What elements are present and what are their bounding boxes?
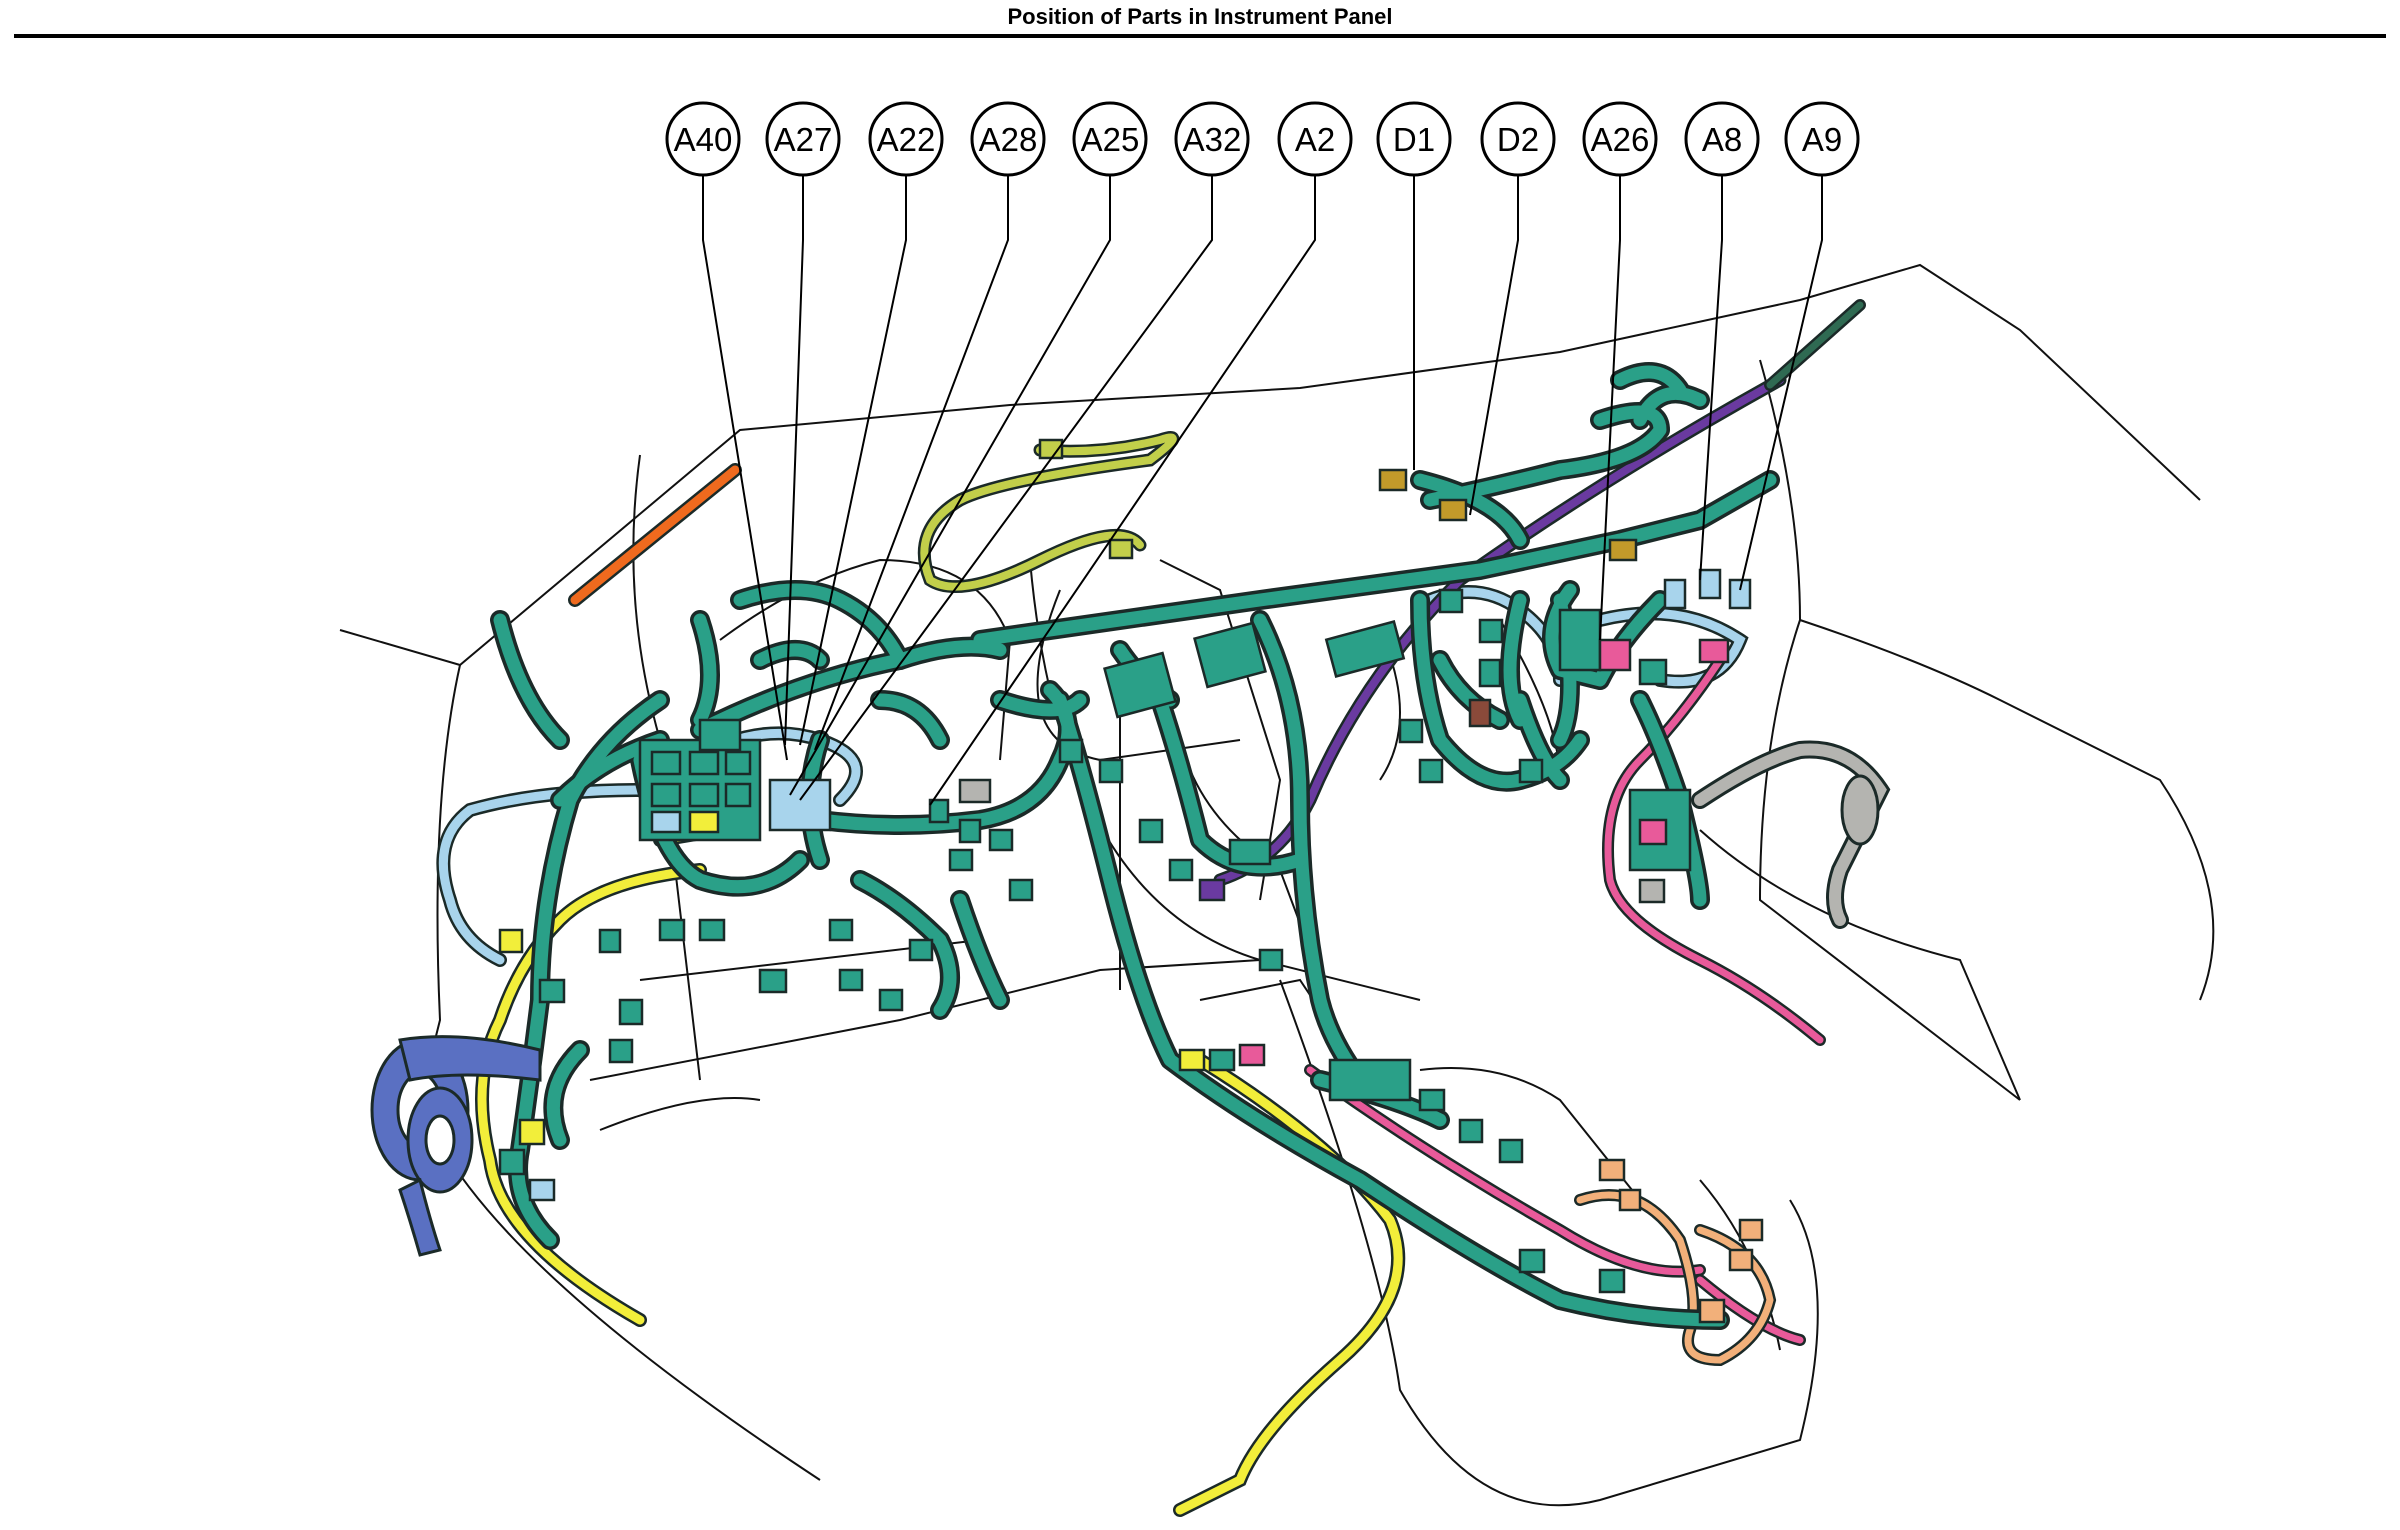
leader-lines xyxy=(702,170,1823,806)
dark-green-harness xyxy=(1764,299,1866,391)
svg-text:A8: A8 xyxy=(1702,121,1742,158)
svg-text:A9: A9 xyxy=(1802,121,1842,158)
callout-A2: A2 xyxy=(1277,101,1353,177)
callout-D2: D2 xyxy=(1480,101,1556,177)
gray-cable xyxy=(1691,740,1891,929)
callout-D1: D1 xyxy=(1376,101,1452,177)
gray-grommet xyxy=(1840,774,1880,846)
svg-text:A40: A40 xyxy=(674,121,733,158)
callout-A9: A9 xyxy=(1784,101,1860,177)
callout-A32: A32 xyxy=(1174,101,1250,177)
title-rule xyxy=(14,34,2386,38)
callout-A25: A25 xyxy=(1072,101,1148,177)
svg-text:D2: D2 xyxy=(1497,121,1539,158)
connectors xyxy=(498,438,1764,1324)
steering-column xyxy=(370,1035,542,1257)
svg-text:A32: A32 xyxy=(1183,121,1242,158)
olive-harness xyxy=(917,431,1180,594)
svg-text:A26: A26 xyxy=(1591,121,1650,158)
tan-harness xyxy=(1574,1189,1777,1367)
svg-text:A27: A27 xyxy=(774,121,833,158)
svg-text:A25: A25 xyxy=(1081,121,1140,158)
page-title: Position of Parts in Instrument Panel xyxy=(1007,4,1393,29)
svg-text:A22: A22 xyxy=(877,121,936,158)
main-harness xyxy=(490,362,1780,1330)
purple-harness xyxy=(1213,373,1787,887)
callout-A28: A28 xyxy=(970,101,1046,177)
svg-text:A2: A2 xyxy=(1295,121,1335,158)
callout-A40: A40 xyxy=(665,101,741,177)
svg-text:D1: D1 xyxy=(1393,121,1435,158)
callout-A27: A27 xyxy=(765,101,841,177)
callout-A22: A22 xyxy=(868,101,944,177)
callout-A26: A26 xyxy=(1582,101,1658,177)
orange-harness xyxy=(568,463,742,607)
callout-A8: A8 xyxy=(1684,101,1760,177)
svg-text:A28: A28 xyxy=(979,121,1038,158)
